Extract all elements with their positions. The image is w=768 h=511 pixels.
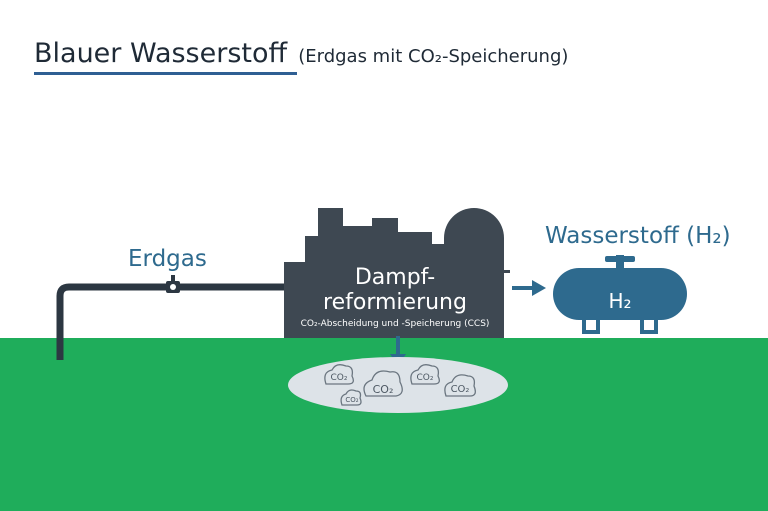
co2-cloud-icon [444,374,476,397]
tank-label: H₂ [608,289,632,313]
plant-subtitle: CO₂-Abscheidung und -Speicherung (CCS) [300,319,490,329]
co2-cloud-label: CO₂ [450,384,470,395]
co2-cloud-label: CO₂ [372,383,394,396]
co2-storage-area [288,357,508,413]
co2-cloud-icon [363,370,403,397]
title-underline [34,72,297,75]
co2-cloud-label: CO₂ [345,396,359,404]
title-main: Blauer Wasserstoff [34,38,288,69]
plant-title: Dampf- reformierung [284,265,506,315]
page-title: Blauer Wasserstoff (Erdgas mit CO₂-Speic… [34,38,568,69]
hydrogen-label: Wasserstoff (H₂) [545,223,731,249]
erdgas-label: Erdgas [128,246,207,272]
arrow-to-tank [512,280,546,296]
pipeline-valve-icon [166,275,180,293]
gas-pipeline [56,283,284,360]
co2-cloud-icon [324,364,354,385]
reforming-plant [284,208,510,338]
plant-title-line2: reformierung [323,290,467,315]
plant-title-line1: Dampf- [354,265,436,290]
co2-cloud-icon [410,364,440,385]
co2-cloud-icon [340,389,362,406]
co2-cloud-label: CO₂ [416,373,434,383]
title-subtitle: (Erdgas mit CO₂-Speicherung) [298,46,569,67]
co2-cloud-label: CO₂ [330,373,348,383]
hydrogen-tank-icon [553,255,687,334]
